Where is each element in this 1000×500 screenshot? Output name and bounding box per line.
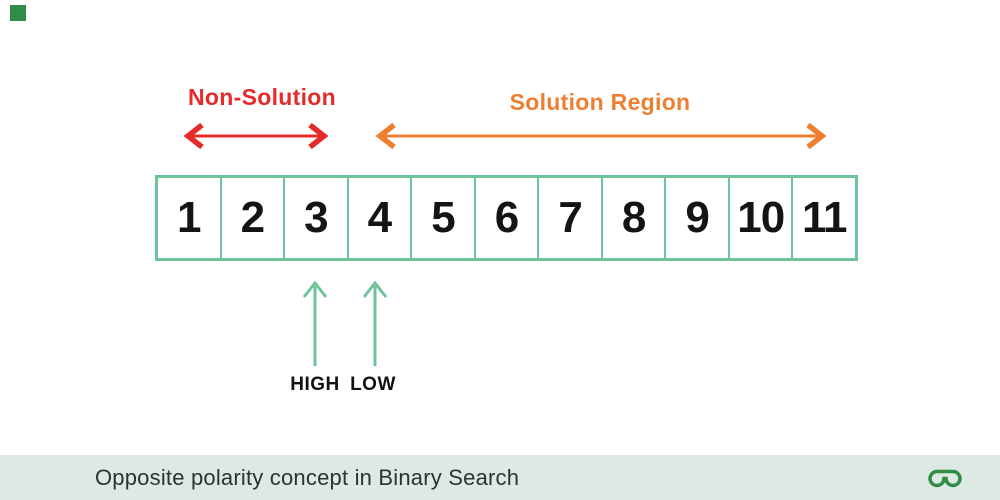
array-cell: 6 (473, 178, 538, 258)
array-cell: 3 (283, 178, 347, 258)
array-cell: 4 (346, 178, 411, 258)
low-pointer-arrow-icon (362, 280, 388, 366)
array-cell: 9 (664, 178, 728, 258)
low-pointer-label: LOW (350, 374, 396, 395)
non-solution-label: Non-Solution (188, 84, 336, 110)
array-cell: 10 (727, 178, 792, 258)
geeksforgeeks-logo-icon (928, 469, 962, 487)
array-cell: 2 (219, 178, 284, 258)
non-solution-range-arrow-icon (183, 122, 329, 150)
high-pointer-arrow-icon (302, 280, 328, 366)
array-cell: 7 (537, 178, 601, 258)
footer-bar: Opposite polarity concept in Binary Sear… (0, 455, 1000, 500)
array-cell: 8 (600, 178, 665, 258)
high-pointer-label: HIGH (290, 374, 340, 395)
array-cell: 11 (791, 178, 855, 258)
array-cell: 1 (177, 193, 201, 242)
array-cell: 5 (410, 178, 474, 258)
solution-range-arrow-icon (375, 122, 827, 150)
footer-caption: Opposite polarity concept in Binary Sear… (95, 464, 520, 490)
solution-region-label: Solution Region (509, 89, 691, 115)
brand-corner-square (10, 5, 26, 21)
